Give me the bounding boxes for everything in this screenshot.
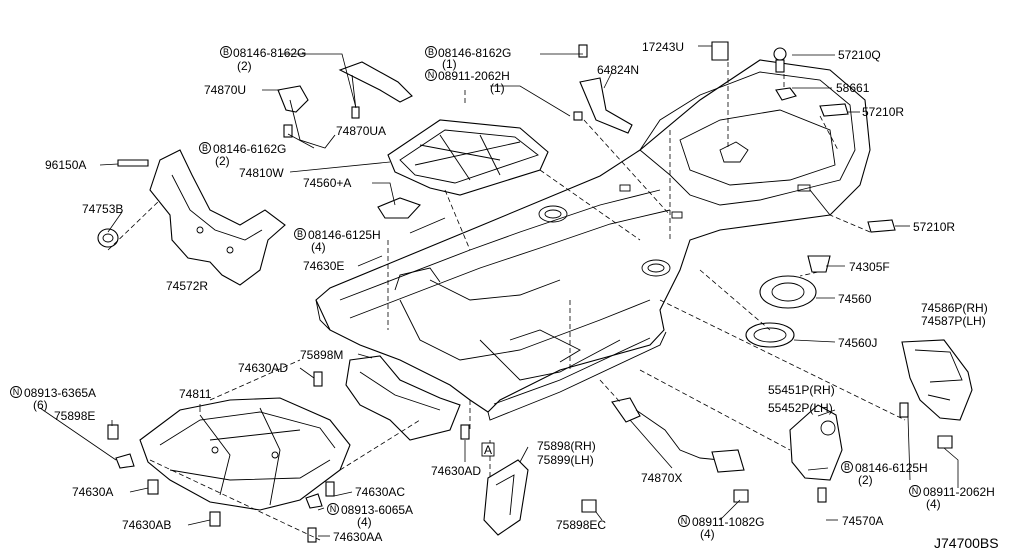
under-cover [107,397,351,543]
qty-08911-2062H-top: (1) [490,81,505,95]
callouts: B B N B B N B N [10,40,999,551]
qty-08911-2062H-lower: (4) [926,497,941,511]
part-75898M: 75898M [300,348,343,362]
part-74630AD-center: 74630AD [431,464,481,478]
part-74586P: 74586P(RH) [921,301,988,315]
svg-text:B: B [428,47,434,57]
lower-center-bracket [313,355,470,441]
svg-text:B: B [844,462,850,472]
qty-08146-8162G-left: (2) [237,59,252,73]
heat-insulator-panel [377,119,549,219]
part-08146-6125H-upper: 08146-6125H [308,228,381,242]
part-75898EC: 75898EC [556,518,606,532]
bolt-prefix-5: B [841,461,853,473]
part-74630AB: 74630AB [122,518,171,532]
part-96150A: 96150A [45,158,86,172]
qty-08913-6065A: (4) [357,515,372,529]
svg-text:B: B [202,143,208,153]
part-08146-8162G-center: 08146-8162G [438,46,511,60]
bolt-prefix-1: B [220,46,232,58]
part-74587P: 74587P(LH) [921,314,986,328]
qty-08911-1082G: (4) [700,527,715,541]
bolt-prefix-2: B [425,46,437,58]
nut-prefix-5: N [678,515,690,527]
svg-text:B: B [223,47,229,57]
part-57210R-lower: 57210R [913,220,955,234]
part-08911-2062H-top: 08911-2062H [438,69,510,83]
part-55452P: 55452P(LH) [768,401,833,415]
svg-text:N: N [681,516,688,526]
part-57210Q: 57210Q [838,48,881,62]
part-08146-8162G-left: 08146-8162G [233,46,306,60]
part-74630AC: 74630AC [355,485,405,499]
part-08911-2062H-lower: 08911-2062H [923,485,995,499]
part-74560J: 74560J [838,336,877,350]
nut-prefix-1: N [425,69,437,81]
part-74560A: 74560+A [303,176,351,190]
bolt-prefix-4: B [294,228,306,240]
diagram-code: J74700BS [934,535,999,551]
part-08913-6365A: 08913-6365A [24,386,96,400]
right-side-parts [611,41,973,503]
qty-08146-8162G-center: (1) [442,57,457,71]
qty-08146-6125H-upper: (4) [311,240,326,254]
qty-08146-6162G: (2) [215,154,230,168]
svg-text:N: N [13,387,20,397]
nut-prefix-2: N [10,386,22,398]
part-74570A: 74570A [842,514,883,528]
section-marker-label: A [484,443,492,457]
left-bracket [97,149,286,286]
part-75898E: 75898E [54,409,95,423]
part-55451P: 55451P(RH) [768,383,835,397]
part-75899: 75899(LH) [537,453,594,467]
part-74870X: 74870X [641,471,682,485]
part-74870UA: 74870UA [336,124,386,138]
svg-text:N: N [912,486,919,496]
qty-08146-6125H-lower: (2) [858,473,873,487]
part-08911-1082G: 08911-1082G [692,515,765,529]
part-08913-6065A: 08913-6065A [341,503,413,517]
part-64824N: 64824N [597,63,639,77]
part-74305F: 74305F [849,260,890,274]
part-74810W: 74810W [239,166,284,180]
floor-panel [315,59,871,421]
part-75898: 75898(RH) [537,439,596,453]
assembly-lines [107,62,906,541]
part-74630A: 74630A [72,485,113,499]
part-08146-6162G: 08146-6162G [213,142,286,156]
part-74630E: 74630E [303,259,344,273]
leader-lines [39,45,959,537]
part-74753B: 74753B [82,202,123,216]
part-74560: 74560 [838,292,872,306]
svg-text:B: B [297,229,303,239]
part-58661: 58661 [836,81,870,95]
section-marker-box [481,442,495,457]
part-74630AD-left: 74630AD [238,361,288,375]
qty-08913-6365A: (6) [33,398,48,412]
part-74572R: 74572R [166,279,208,293]
part-74630AA: 74630AA [333,530,382,544]
part-57210R-upper: 57210R [862,105,904,119]
sill-bracket [483,459,597,536]
part-74870U: 74870U [204,83,246,97]
bolt-prefix-3: B [199,142,211,154]
center-bracket [573,44,633,134]
part-17243U: 17243U [642,40,684,54]
part-74811: 74811 [179,387,212,401]
svg-text:N: N [428,70,435,80]
part-08146-6125H-lower: 08146-6125H [855,461,928,475]
nut-prefix-3: N [909,485,921,497]
nut-prefix-4: N [327,503,339,515]
svg-text:N: N [330,504,337,514]
